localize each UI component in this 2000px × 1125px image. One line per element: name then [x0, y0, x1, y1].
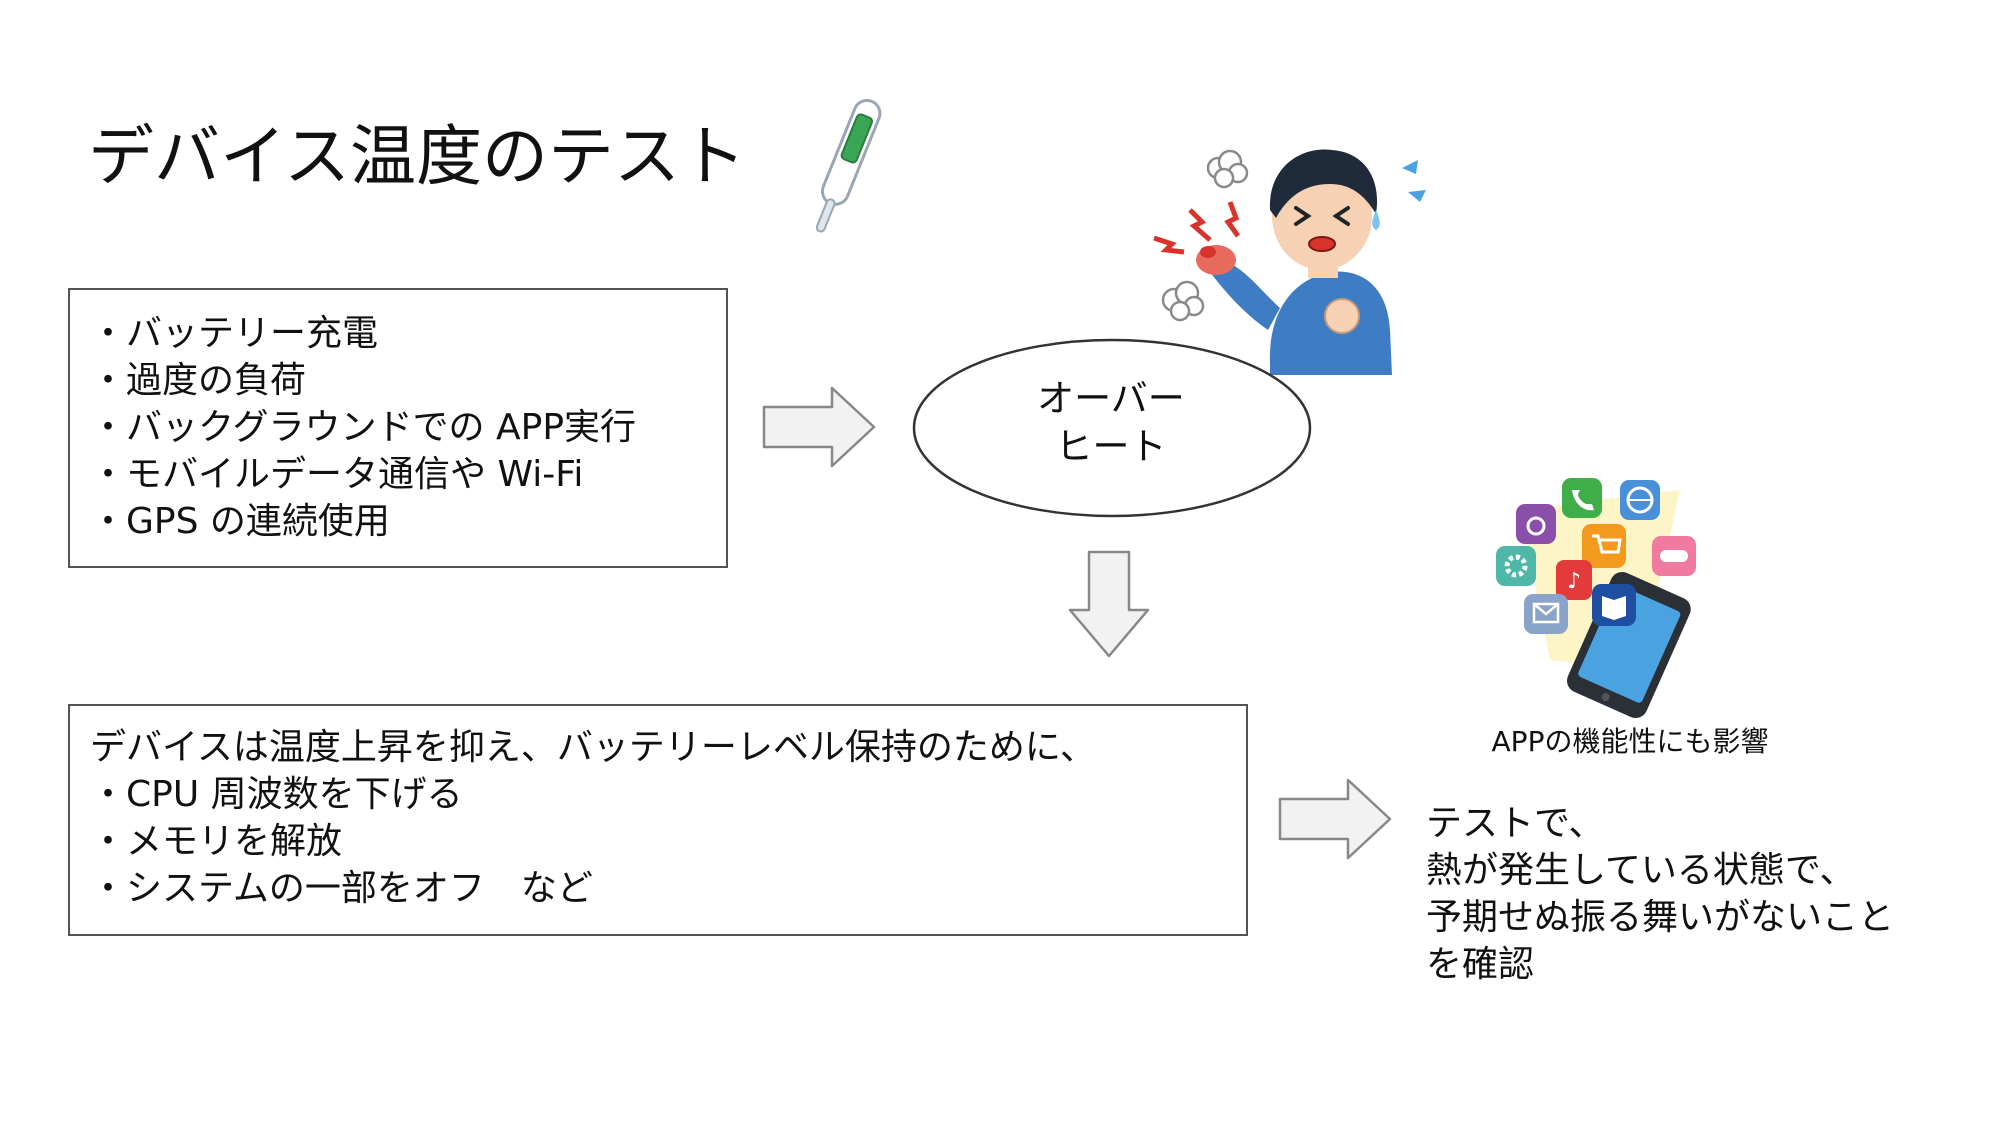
conclusion-line: 予期せぬ振る舞いがないこと: [1426, 897, 1895, 938]
conclusion-line: を確認: [1426, 944, 1535, 985]
smartphone-apps-illustration: ♪: [1496, 478, 1696, 719]
svg-text:♪: ♪: [1567, 569, 1581, 594]
app-caption: APPの機能性にも影響: [1491, 725, 1769, 758]
thermometer-icon: [815, 98, 882, 233]
overheat-line2: ヒート: [1055, 425, 1167, 468]
page-title: デバイス温度のテスト: [88, 118, 747, 195]
arrow-right-icon: [762, 386, 876, 468]
cause-item: ・過度の負荷: [90, 360, 307, 401]
conclusion-line: テストで、: [1426, 803, 1605, 844]
cause-item: ・バックグラウンドでの APP実行: [90, 407, 637, 448]
overheat-ellipse: [912, 338, 1312, 518]
overheated-person-illustration: [1153, 149, 1426, 375]
response-line: ・CPU 周波数を下げる: [90, 774, 463, 815]
conclusion-line: 熱が発生している状態で、: [1426, 850, 1856, 891]
overheat-label: オーバー ヒート: [912, 375, 1310, 471]
cause-item: ・モバイルデータ通信や Wi-Fi: [90, 454, 584, 495]
causes-box: ・バッテリー充電 ・過度の負荷 ・バックグラウンドでの APP実行 ・モバイルデ…: [68, 288, 728, 568]
arrow-down-icon: [1068, 550, 1150, 658]
cause-item: ・GPS の連続使用: [90, 501, 390, 542]
response-box: デバイスは温度上昇を抑え、バッテリーレベル保持のために、 ・CPU 周波数を下げ…: [68, 704, 1248, 936]
overheat-line1: オーバー: [1037, 377, 1185, 420]
conclusion-text: テストで、 熱が発生している状態で、 予期せぬ振る舞いがないこと を確認: [1426, 800, 1894, 988]
cause-item: ・バッテリー充電: [90, 313, 379, 354]
response-line: ・メモリを解放: [90, 821, 343, 862]
response-line: ・システムの一部をオフ など: [90, 868, 593, 909]
arrow-right-icon: [1278, 778, 1392, 860]
response-line: デバイスは温度上昇を抑え、バッテリーレベル保持のために、: [90, 727, 1096, 768]
